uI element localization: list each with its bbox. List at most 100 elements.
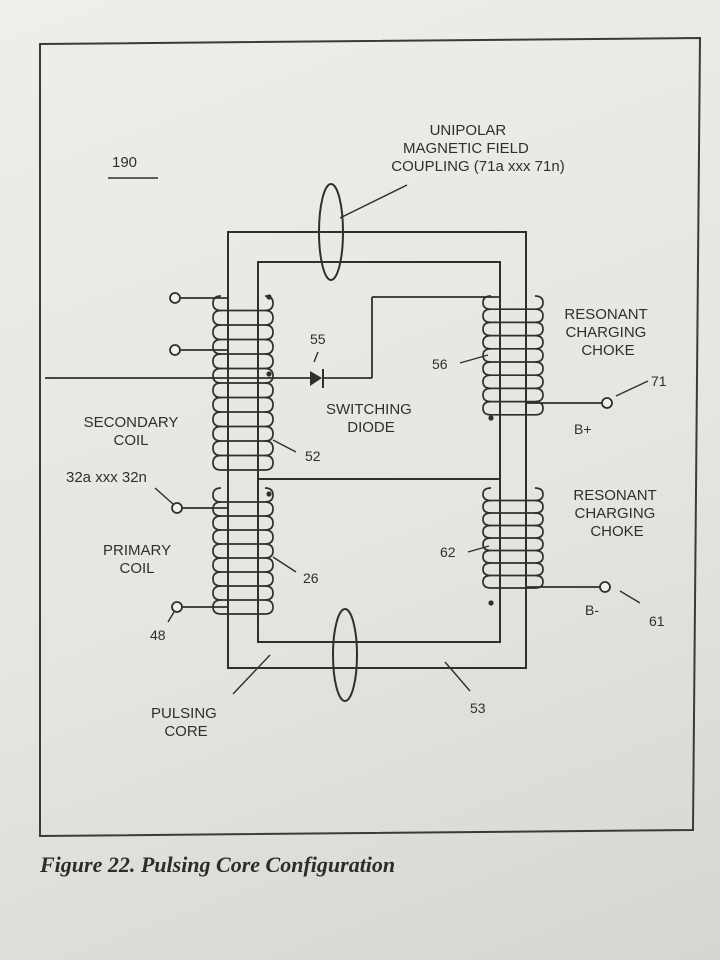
secondary-coil-line-1: SECONDARY: [84, 414, 179, 431]
polarity-dot: [488, 600, 494, 606]
primary-coil-winding: [212, 487, 274, 503]
primary-coil-line-2: COIL: [119, 560, 154, 577]
figure-caption: Figure 22. Pulsing Core Configuration: [40, 852, 396, 877]
choke-bottom-winding: [482, 499, 544, 514]
secondary-coil-winding: [212, 396, 274, 413]
secondary-terminal-top: [169, 292, 181, 304]
primary-coil-winding: [212, 529, 274, 545]
choke-bottom-winding: [482, 549, 544, 564]
choke-top-winding: [482, 347, 544, 363]
primary-coil-winding: [212, 515, 274, 531]
coupling-label: UNIPOLAR MAGNETIC FIELD COUPLING (71a xx…: [391, 122, 564, 175]
primary-coil-winding: [212, 557, 274, 573]
left-windings: [212, 295, 274, 615]
secondary-coil-winding: [212, 353, 274, 370]
coupling-label-line-1: UNIPOLAR: [430, 122, 507, 139]
primary-coil-winding: [212, 571, 274, 587]
ref-48-leader: [167, 611, 175, 623]
ref-62: 62: [440, 544, 456, 560]
ref-48: 48: [150, 627, 166, 643]
ref-55: 55: [310, 331, 326, 347]
b-minus-label: B-: [585, 602, 599, 618]
secondary-coil-winding: [212, 295, 274, 312]
coupling-label-line-2: MAGNETIC FIELD: [403, 140, 529, 157]
secondary-range-label: 32a xxx 32n: [66, 469, 147, 486]
choke-bottom-winding: [482, 487, 544, 502]
right-windings: [482, 295, 544, 589]
secondary-terminal-mid: [169, 344, 181, 356]
ref-71-leader: [615, 380, 649, 397]
primary-coil-winding: [212, 585, 274, 601]
pulsing-core-leader: [232, 654, 271, 695]
polarity-dot: [266, 491, 272, 497]
polarity-dot: [488, 415, 494, 421]
primary-coil-winding: [212, 543, 274, 559]
choke-bottom-label: RESONANT CHARGING CHOKE: [573, 487, 660, 540]
choke-bottom-line-2: CHARGING: [574, 505, 655, 522]
primary-terminal-top: [171, 502, 183, 514]
range-leader: [154, 487, 174, 505]
choke-bottom-line-3: CHOKE: [590, 523, 643, 540]
ref-61: 61: [649, 613, 665, 629]
switching-diode-symbol: [310, 371, 322, 386]
polarity-dot: [266, 371, 272, 377]
ref-56: 56: [432, 356, 448, 372]
primary-coil-label: PRIMARY COIL: [103, 542, 175, 577]
secondary-coil-winding: [212, 425, 274, 442]
ref-62-leader: [467, 545, 490, 553]
ref-26: 26: [303, 570, 319, 586]
choke-top-winding: [482, 387, 544, 403]
choke-top-winding: [482, 321, 544, 337]
ref-53: 53: [470, 700, 486, 716]
choke-top-winding: [482, 295, 544, 311]
coupling-ring-bottom: [332, 608, 358, 702]
secondary-coil-winding: [212, 382, 274, 399]
ref-61-leader: [619, 590, 641, 604]
choke-bottom-winding: [482, 537, 544, 552]
ref-26-leader: [272, 556, 297, 573]
b-minus-terminal: [599, 581, 611, 593]
primary-coil-winding: [212, 599, 274, 615]
core-inner: [257, 261, 501, 643]
choke-bottom-line-1: RESONANT: [573, 487, 656, 504]
choke-bottom-winding: [482, 574, 544, 589]
b-plus-terminal: [601, 397, 613, 409]
pulsing-core-line-1: PULSING: [151, 705, 217, 722]
choke-top-winding: [482, 361, 544, 377]
secondary-coil-winding: [212, 309, 274, 326]
figure-id-label: 190: [112, 154, 137, 171]
choke-top-line-2: CHARGING: [565, 324, 646, 341]
primary-coil-line-1: PRIMARY: [103, 542, 171, 559]
choke-bottom-winding: [482, 562, 544, 577]
choke-top-winding: [482, 374, 544, 390]
choke-bottom-winding: [482, 524, 544, 539]
secondary-coil-winding: [212, 440, 274, 457]
secondary-coil-winding: [212, 411, 274, 428]
ref-53-leader: [444, 661, 471, 692]
secondary-coil-line-2: COIL: [113, 432, 148, 449]
coupling-label-line-3: COUPLING (71a xxx 71n): [391, 158, 564, 175]
ref-55-leader: [313, 351, 319, 363]
secondary-coil-winding: [212, 454, 274, 471]
ref-52: 52: [305, 448, 321, 464]
pulsing-core-line-2: CORE: [164, 723, 207, 740]
choke-top-line-1: RESONANT: [564, 306, 647, 323]
choke-top-winding: [482, 400, 544, 416]
ref-56-leader: [459, 354, 489, 364]
secondary-coil-winding: [212, 324, 274, 341]
primary-terminal-bottom: [171, 601, 183, 613]
core-outer: [227, 231, 527, 669]
switching-diode-label: SWITCHING DIODE: [326, 401, 416, 436]
choke-bottom-winding: [482, 512, 544, 527]
switching-diode-line-1: SWITCHING: [326, 401, 412, 418]
b-plus-label: B+: [574, 421, 592, 437]
secondary-coil-label: SECONDARY COIL: [84, 414, 183, 449]
ref-52-leader: [272, 439, 297, 453]
choke-top-winding: [482, 308, 544, 324]
polarity-dot: [266, 294, 272, 300]
figure-frame: [39, 36, 702, 838]
choke-top-label: RESONANT CHARGING CHOKE: [564, 306, 651, 359]
pulsing-core-label: PULSING CORE: [151, 705, 221, 740]
ref-71: 71: [651, 373, 667, 389]
